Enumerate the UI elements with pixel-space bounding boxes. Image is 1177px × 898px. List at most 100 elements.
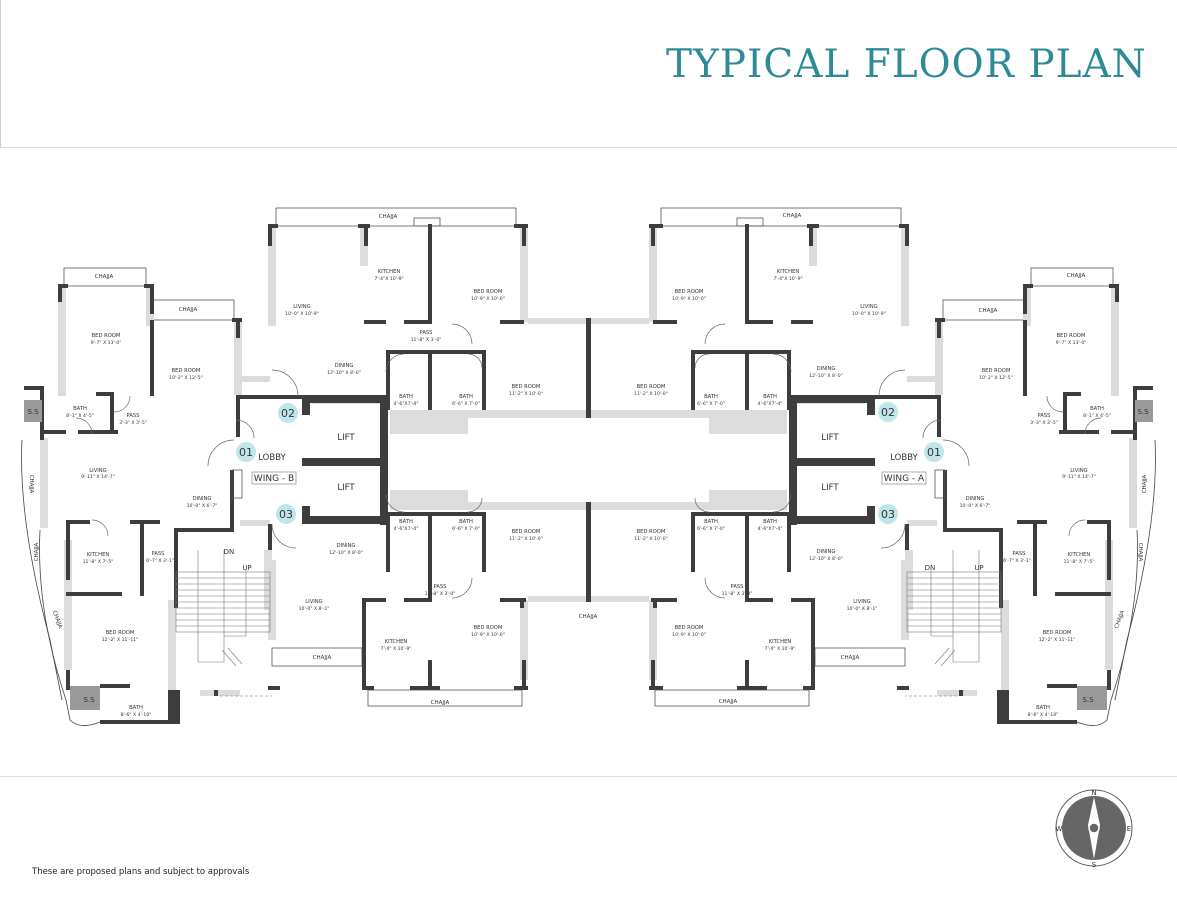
marker-02-right xyxy=(878,402,898,422)
room-name: LIVING xyxy=(853,599,870,605)
room-dim: 10'-2" X 12'-5" xyxy=(169,375,203,381)
room-name: BED ROOM xyxy=(172,368,201,374)
room-dim: 8'-6" X 4'-10" xyxy=(121,712,152,718)
room-name: DINING xyxy=(817,549,836,555)
disclaimer-text: These are proposed plans and subject to … xyxy=(32,867,250,877)
marker-03-right-text: 03 xyxy=(881,508,895,521)
room-name: KITCHEN xyxy=(378,269,401,275)
lift-label-2: LIFT xyxy=(337,483,355,493)
marker-02-left-text: 02 xyxy=(281,407,295,420)
marker-01-right-text: 01 xyxy=(927,446,941,459)
room-dim: 12'-10" X 8'-0" xyxy=(329,550,363,556)
room-name: BATH xyxy=(763,519,777,525)
chajja-label: CHAJJA xyxy=(719,699,738,705)
up-label-left: UP xyxy=(242,564,251,572)
room-dim: 7'-4" X 10'-9" xyxy=(765,646,796,652)
room-dim: 6'-6" X 7'-0" xyxy=(697,526,725,532)
room-name: BATH xyxy=(1090,406,1104,412)
marker-01-left xyxy=(236,442,256,462)
ss-label-2: S.S xyxy=(83,696,95,704)
wing-b-plan xyxy=(21,207,591,727)
room-dim: 7'-4"X 10'-9" xyxy=(374,276,403,282)
room-name: LIVING xyxy=(89,468,106,474)
room-dim: 11'-2" X 10'-0" xyxy=(634,536,668,542)
room-dim: 12'-10" X 8'-0" xyxy=(809,556,843,562)
chajja-label: CHAJJA xyxy=(1067,273,1086,279)
room-name: PASS xyxy=(1038,413,1051,419)
room-name: BED ROOM xyxy=(982,368,1011,374)
marker-01-right xyxy=(924,442,944,462)
chajja-label: CHAJJA xyxy=(1137,543,1143,562)
room-dim: 10'-9" X 10'-0" xyxy=(672,296,706,302)
room-name: BATH xyxy=(73,406,87,412)
room-name: BED ROOM xyxy=(512,529,541,535)
room-name: BATH xyxy=(763,394,777,400)
room-name: BED ROOM xyxy=(474,625,503,631)
room-dim: 4'-6"X7'-4" xyxy=(394,401,419,407)
marker-02-right-text: 02 xyxy=(881,406,895,419)
chajja-label: CHAJJA xyxy=(28,475,34,494)
room-name: KITCHEN xyxy=(385,639,408,645)
room-name: LIVING xyxy=(860,304,877,310)
room-dim: 8'-6" X 4'-10" xyxy=(1028,712,1059,718)
room-dim: 6'-6" X 7'-0" xyxy=(697,401,725,407)
compass-n: N xyxy=(1091,789,1096,797)
room-dim: 3'-3" X 3'-5" xyxy=(119,420,147,426)
room-dim: 10'-0" X 6'-7" xyxy=(960,503,991,509)
room-name: BATH xyxy=(399,519,413,525)
chajja-label: CHAJJA xyxy=(579,614,598,620)
chajja-label: CHAJJA xyxy=(379,214,398,220)
room-name: BED ROOM xyxy=(106,630,135,636)
room-name: BATH xyxy=(399,394,413,400)
room-name: BED ROOM xyxy=(474,289,503,295)
room-name: PASS xyxy=(1013,551,1026,557)
chajja-label: CHAJJA xyxy=(979,308,998,314)
room-name: BED ROOM xyxy=(637,384,666,390)
compass-s: S xyxy=(1092,861,1097,869)
dn-label-right: DN xyxy=(925,564,936,572)
room-dim: 9'-11" X 14'-7" xyxy=(1062,474,1096,480)
chajja-label: CHAJJA xyxy=(841,655,860,661)
room-dim: 10'-2" X 12'-5" xyxy=(979,375,1013,381)
room-name: DINING xyxy=(193,496,212,502)
room-dim: 6'-7" X 3'-1" xyxy=(146,558,174,564)
room-name: BATH xyxy=(459,394,473,400)
room-dim: 10'-9" X 10'-0" xyxy=(672,632,706,638)
chajja-label: CHAJJA xyxy=(431,700,450,706)
room-name: BED ROOM xyxy=(675,289,704,295)
compass-w: W xyxy=(1056,825,1063,833)
lobby-label-left: LOBBY xyxy=(258,453,286,463)
chajja-label: CHAJJA xyxy=(95,274,114,280)
chajja-label: CHAJJA xyxy=(1114,610,1126,630)
room-name: PASS xyxy=(420,330,433,336)
room-name: BED ROOM xyxy=(512,384,541,390)
room-name: LIVING xyxy=(293,304,310,310)
chajja-label: CHAJJA xyxy=(179,307,198,313)
room-name: BATH xyxy=(459,519,473,525)
room-dim: 9'-11" X 14'-7" xyxy=(81,474,115,480)
room-name: BED ROOM xyxy=(92,333,121,339)
chajja-label: CHAJJA xyxy=(34,542,40,561)
up-label-right: UP xyxy=(974,564,983,572)
wing-b-label: WING - B xyxy=(254,474,294,484)
room-dim: 8'-1" X 4'-5" xyxy=(1083,413,1111,419)
room-dim: 11'-8" X 3'-0" xyxy=(722,591,753,597)
room-dim: 12'-2" X 11'-11" xyxy=(1039,637,1076,643)
lobby-label-right: LOBBY xyxy=(890,453,918,463)
chajja-label: CHAJJA xyxy=(1142,474,1148,493)
room-dim: 10'-9" X 10'-0" xyxy=(471,296,505,302)
wing-a-plan xyxy=(586,207,1156,727)
room-name: BED ROOM xyxy=(675,625,704,631)
ss-label-1: S.S xyxy=(27,408,39,416)
lift-label-3: LIFT xyxy=(821,433,839,443)
room-dim: 11'-8" X 7'-5" xyxy=(83,559,114,565)
marker-01-left-text: 01 xyxy=(239,446,253,459)
room-dim: 9'-7" X 13'-0" xyxy=(1056,340,1087,346)
room-dim: 6'-7" X 3'-1" xyxy=(1003,558,1031,564)
room-dim: 10'-0" X 8'-1" xyxy=(847,606,878,612)
room-name: BATH xyxy=(129,705,143,711)
room-name: DINING xyxy=(337,543,356,549)
room-dim: 11'-8" X 3'-0" xyxy=(425,591,456,597)
unit-markers xyxy=(236,402,944,524)
